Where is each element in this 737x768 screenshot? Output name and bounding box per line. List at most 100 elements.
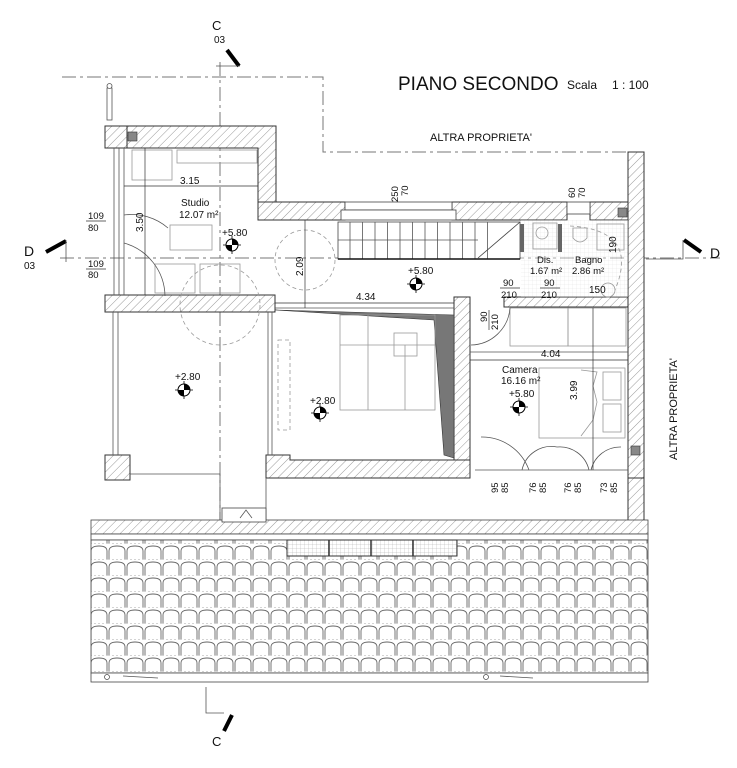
svg-text:+5.80: +5.80 [509, 389, 535, 400]
svg-text:210: 210 [501, 290, 517, 301]
neighbor-label-top: ALTRA PROPRIETA' [430, 132, 532, 144]
svg-text:210: 210 [541, 290, 557, 301]
svg-text:80: 80 [88, 223, 99, 234]
studio-furniture [123, 131, 258, 297]
opening-camera-window-2: 76 85 [528, 482, 549, 493]
svg-text:109: 109 [88, 259, 104, 270]
dim-camera-depth: 3.99 [569, 380, 580, 400]
section-arrow-icon [682, 238, 703, 254]
svg-text:70: 70 [400, 185, 411, 196]
neighbor-label-right: ALTRA PROPRIETA' [668, 358, 680, 460]
arrow-up-icon [239, 509, 253, 519]
door-swing-icon [179, 264, 261, 346]
opening-dis-door-left: 90 210 [500, 278, 520, 301]
svg-text:Bagno: Bagno [575, 255, 602, 266]
svg-text:16.16 m²: 16.16 m² [501, 376, 541, 387]
level-marker-icon [223, 236, 241, 254]
svg-text:Studio: Studio [181, 198, 210, 209]
scale-value: 1 : 100 [612, 78, 649, 92]
section-arrow-icon [222, 714, 234, 732]
dim-camera-width: 4.04 [541, 349, 561, 360]
svg-text:Camera: Camera [502, 365, 538, 376]
opening-camera-window-1: 95 85 [490, 482, 511, 493]
level-marker-icon [175, 381, 193, 399]
post-icon [106, 87, 113, 121]
svg-text:Dis.: Dis. [537, 255, 553, 266]
scale-label: Scala [567, 78, 597, 92]
svg-text:70: 70 [577, 187, 588, 198]
svg-text:210: 210 [490, 314, 501, 330]
flue-icon [127, 131, 138, 142]
svg-text:03: 03 [214, 35, 226, 46]
interior-lines [112, 148, 628, 520]
roof [90, 507, 649, 683]
drain-icon [104, 674, 110, 680]
dimension-lines [124, 148, 628, 470]
room-studio[interactable]: Studio 12.07 m² +5.80 [179, 198, 248, 239]
level-terrace: +2.80 [175, 372, 201, 383]
flue-icon [617, 207, 628, 218]
drain-icon [483, 674, 489, 680]
dim-bagno-fixture: 150 [589, 285, 606, 296]
section-marker-d-left[interactable]: D 03 [24, 239, 67, 272]
dim-bagno-shower: 190 [608, 236, 619, 253]
property-boundary [62, 76, 628, 153]
svg-text:85: 85 [538, 482, 549, 493]
svg-text:D: D [24, 243, 34, 259]
bathroom-area [520, 201, 628, 298]
svg-text:95: 95 [490, 482, 501, 493]
svg-text:76: 76 [528, 482, 539, 493]
camera-furniture [470, 307, 641, 471]
staircase[interactable] [274, 201, 521, 291]
opening-studio-upper: 109 80 [86, 211, 106, 234]
room-dis[interactable]: Dis. 1.67 m² [530, 255, 562, 277]
svg-text:03: 03 [24, 261, 36, 272]
svg-text:12.07 m²: 12.07 m² [179, 210, 219, 221]
level-stair-landing: +5.80 [408, 266, 434, 277]
svg-text:60: 60 [567, 187, 578, 198]
svg-text:76: 76 [563, 482, 574, 493]
skylight[interactable] [286, 539, 458, 557]
plan-title: PIANO SECONDO [398, 74, 558, 95]
svg-text:+5.80: +5.80 [222, 228, 248, 239]
section-marker-c-bottom[interactable]: C [205, 687, 234, 749]
flue-icon [630, 445, 641, 456]
level-marker-icon [311, 404, 329, 422]
svg-text:250: 250 [390, 186, 401, 202]
svg-text:73: 73 [599, 482, 610, 493]
opening-camera-window-4: 73 85 [599, 482, 620, 493]
room-bagno[interactable]: Bagno 2.86 m² [572, 255, 604, 277]
svg-text:85: 85 [573, 482, 584, 493]
dim-studio-width: 3.15 [180, 176, 200, 187]
walls [104, 125, 645, 523]
opening-camera-door: 90 210 [479, 310, 501, 330]
living-furniture [179, 264, 436, 431]
svg-text:C: C [212, 734, 221, 749]
svg-text:90: 90 [503, 278, 514, 289]
level-marker-icon [407, 275, 425, 293]
svg-text:80: 80 [88, 270, 99, 281]
dim-studio-depth: 3.50 [135, 212, 146, 232]
svg-text:85: 85 [500, 482, 511, 493]
svg-text:90: 90 [544, 278, 555, 289]
svg-text:D: D [710, 245, 720, 261]
section-marker-c-top[interactable]: C 03 [212, 18, 241, 68]
dim-living-width: 4.34 [356, 292, 376, 303]
svg-text:109: 109 [88, 211, 104, 222]
svg-text:1.67 m²: 1.67 m² [530, 266, 562, 277]
section-marker-d-right[interactable]: D [646, 238, 720, 261]
room-camera[interactable]: Camera 16.16 m² +5.80 [501, 365, 541, 400]
section-arrow-icon [225, 48, 241, 68]
svg-text:90: 90 [479, 311, 490, 322]
svg-text:2.86 m²: 2.86 m² [572, 266, 604, 277]
section-arrow-icon [45, 239, 67, 254]
opening-studio-lower: 109 80 [86, 259, 106, 281]
opening-dis-door-right: 90 210 [540, 278, 560, 301]
opening-stair-skylight: 250 70 [390, 185, 411, 202]
level-marker-icon [510, 398, 528, 416]
dim-corridor-depth: 2.09 [295, 256, 306, 276]
svg-text:C: C [212, 18, 221, 33]
level-living: +2.80 [310, 396, 336, 407]
opening-camera-window-3: 76 85 [563, 482, 584, 493]
